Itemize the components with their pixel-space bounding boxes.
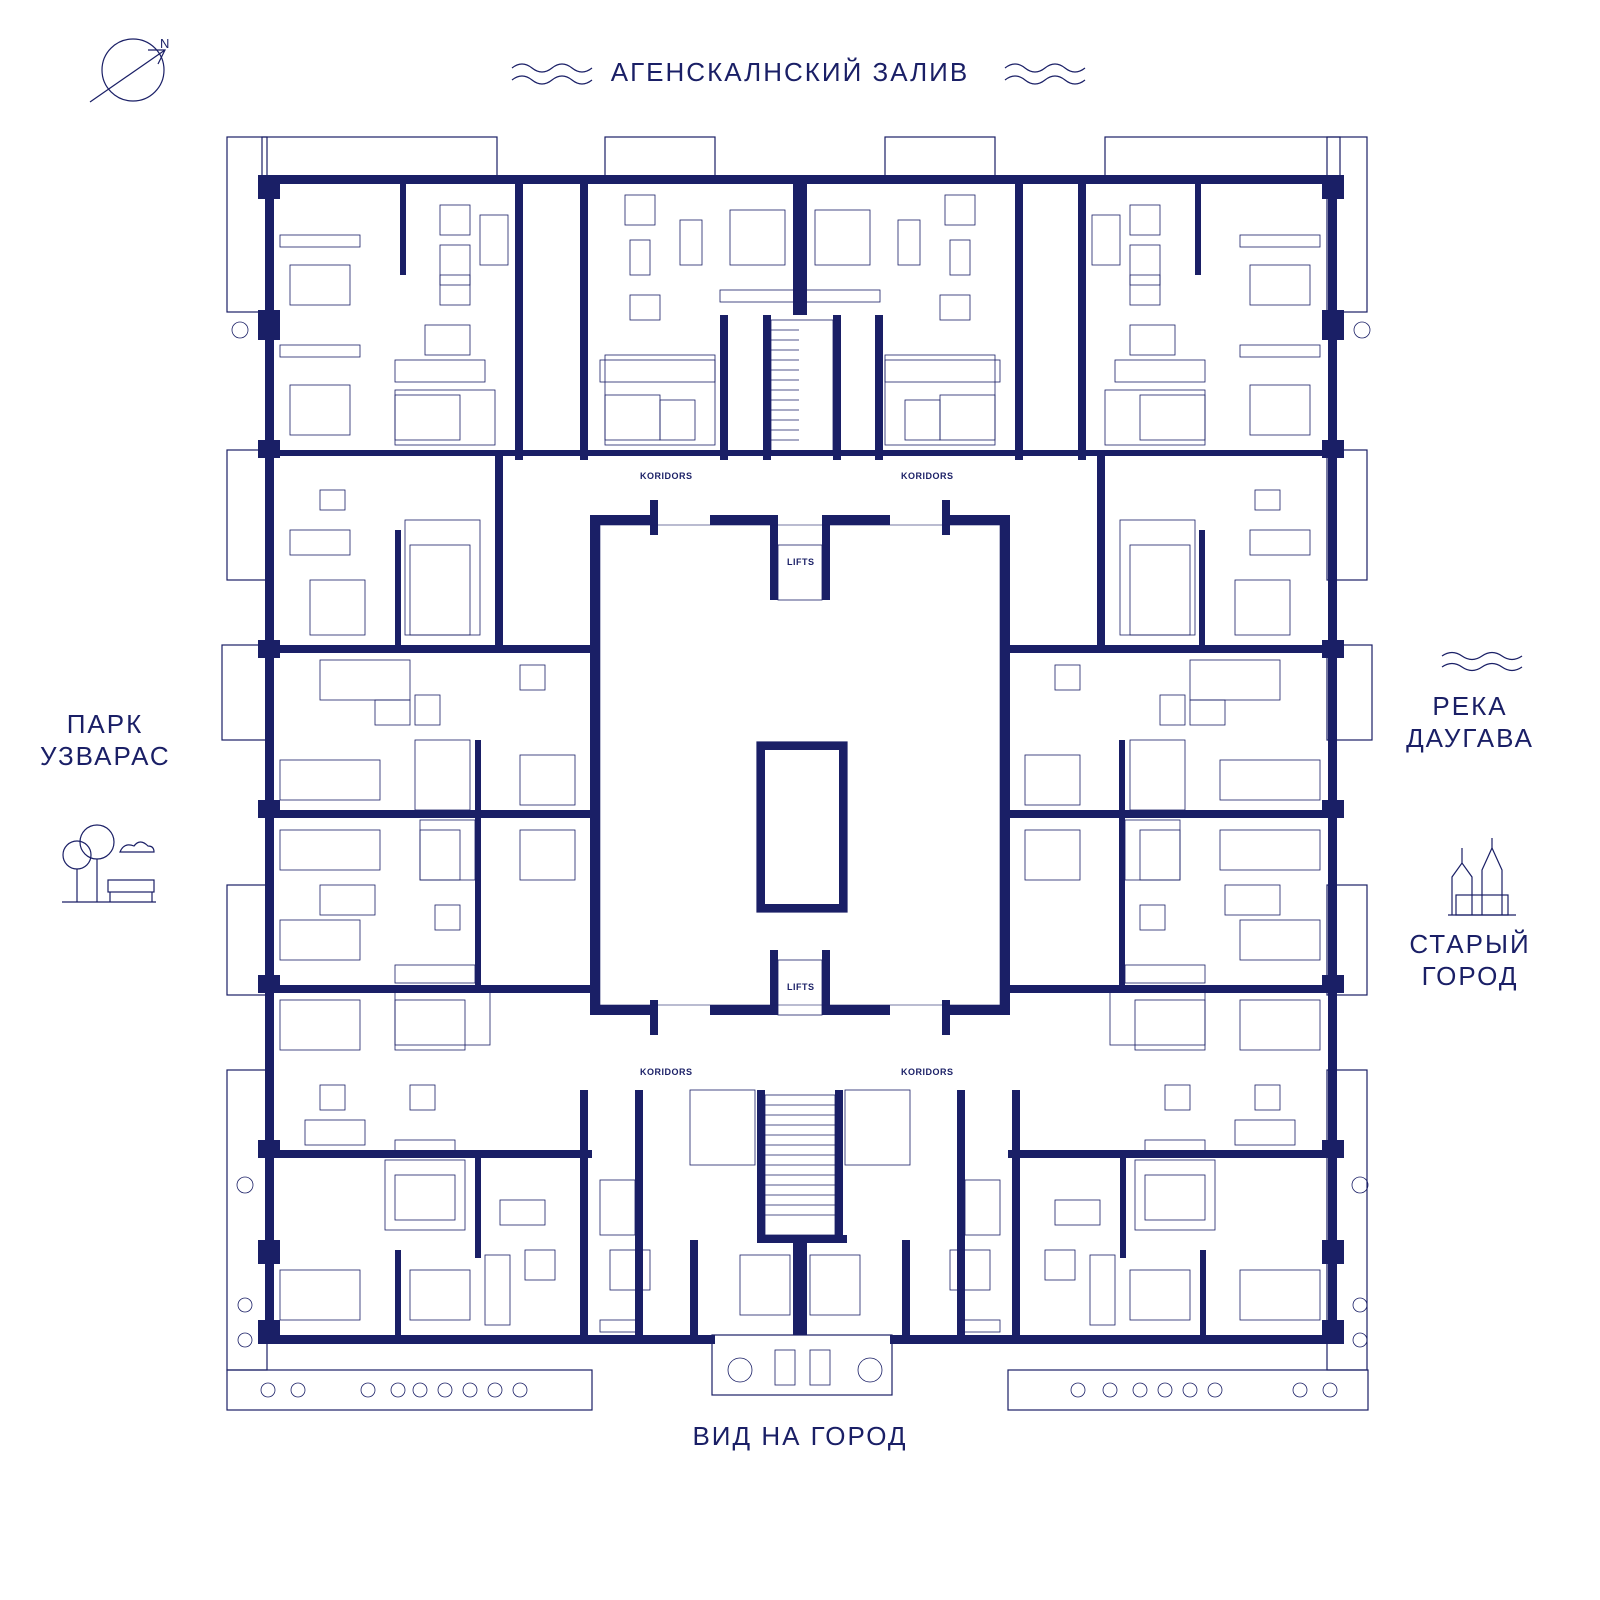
furniture: [279, 194, 1321, 1386]
river-waves-icon: [1441, 651, 1523, 672]
corridor-label-bottom-right: KORIDORS: [901, 1067, 954, 1077]
corridor-labels: KORIDORS KORIDORS KORIDORS KORIDORS LIFT…: [640, 471, 954, 1077]
north-letter: N: [160, 36, 170, 51]
left-view-label-line2: УЗВАРАС: [40, 741, 171, 771]
lifts-label-top: LIFTS: [787, 557, 815, 567]
old-town-icon: [1448, 838, 1516, 916]
corridor-label-top-right: KORIDORS: [901, 471, 954, 481]
staircase-top: [770, 319, 834, 456]
staircase-bottom: [764, 1094, 836, 1236]
courtyard: [599, 524, 1001, 1006]
right-top-label-line2: ДАУГАВА: [1406, 723, 1534, 753]
lifts-label-bottom: LIFTS: [787, 982, 815, 992]
left-view-label-line1: ПАРК: [66, 709, 144, 739]
right-top-label-line1: РЕКА: [1432, 691, 1508, 721]
corridor-label-top-left: KORIDORS: [640, 471, 693, 481]
compass-icon: N: [89, 36, 170, 103]
central-island: [756, 741, 848, 913]
park-icon: [62, 824, 156, 903]
terraces: [221, 136, 1373, 1411]
top-view-label: АГЕНСКАЛНСКИЙ ЗАЛИВ: [610, 57, 970, 87]
water-waves-icon-right: [1004, 63, 1086, 85]
corridor-label-bottom-left: KORIDORS: [640, 1067, 693, 1077]
bottom-view-label: ВИД НА ГОРОД: [692, 1421, 908, 1451]
water-waves-icon-left: [511, 63, 593, 85]
plants-icon: [231, 321, 1371, 1398]
interior-walls: [265, 175, 1337, 1335]
exterior-walls: [258, 175, 1344, 1344]
courtyard-walls: [590, 500, 1010, 1035]
right-bottom-label-line1: СТАРЫЙ: [1409, 929, 1531, 959]
bathroom-tiles: [384, 354, 1216, 1236]
right-bottom-label-line2: ГОРОД: [1421, 961, 1519, 991]
